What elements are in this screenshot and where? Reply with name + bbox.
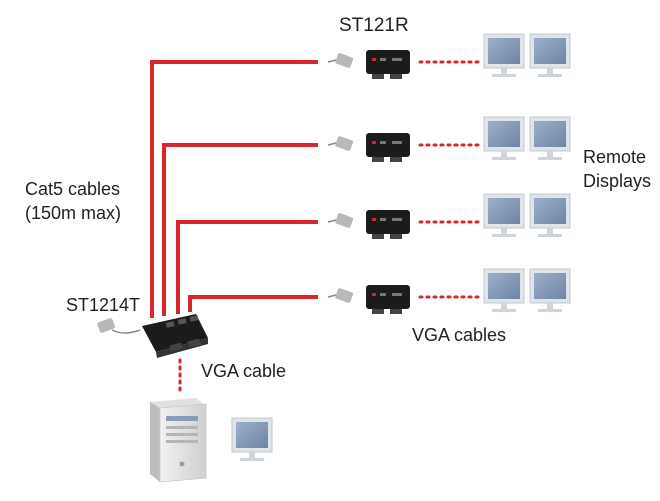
- transmitter-power-adapter-icon: [97, 318, 141, 334]
- remote-monitor-icon: [483, 268, 525, 312]
- remote-displays-label-line1: Remote: [583, 147, 647, 167]
- power-adapter-icon: [327, 213, 354, 228]
- st121r-receiver-icon: [366, 50, 410, 79]
- computer-tower-icon: [150, 398, 207, 483]
- st121r-receiver-icon: [366, 285, 410, 314]
- remote-monitor-icon: [529, 116, 571, 160]
- cat5-cable-2: [162, 143, 318, 316]
- remote-monitor-icon: [529, 33, 571, 77]
- st1214t-transmitter-icon: [142, 314, 208, 358]
- local-monitor-icon: [231, 417, 273, 461]
- vga-cable-label: VGA cable: [201, 361, 287, 381]
- cat5-cable-3: [176, 220, 318, 314]
- cat5-max-length-label: (150m max): [25, 203, 122, 223]
- receiver-row-3: [327, 193, 571, 239]
- vga-cables-label: VGA cables: [412, 325, 507, 345]
- receiver-model-label: ST121R: [339, 15, 409, 36]
- receiver-row-1: [327, 33, 571, 79]
- cat5-cable-1: [150, 60, 318, 318]
- st121r-receiver-icon: [366, 210, 410, 239]
- st121r-receiver-icon: [366, 133, 410, 162]
- transmitter-model-label: ST1214T: [66, 295, 141, 315]
- receiver-row-2: [327, 116, 571, 162]
- remote-monitor-icon: [529, 268, 571, 312]
- cat5-cables-label: Cat5 cables: [25, 179, 121, 199]
- cat5-cable-4: [188, 295, 318, 312]
- power-adapter-icon: [327, 288, 354, 303]
- cat5-cables: [150, 60, 318, 318]
- power-adapter-icon: [327, 53, 354, 68]
- receiver-row-4: [327, 268, 571, 314]
- remote-monitor-icon: [529, 193, 571, 237]
- remote-monitor-icon: [483, 116, 525, 160]
- power-adapter-icon: [327, 136, 354, 151]
- remote-monitor-icon: [483, 193, 525, 237]
- remote-monitor-icon: [483, 33, 525, 77]
- remote-displays-label-line2: Displays: [583, 171, 652, 191]
